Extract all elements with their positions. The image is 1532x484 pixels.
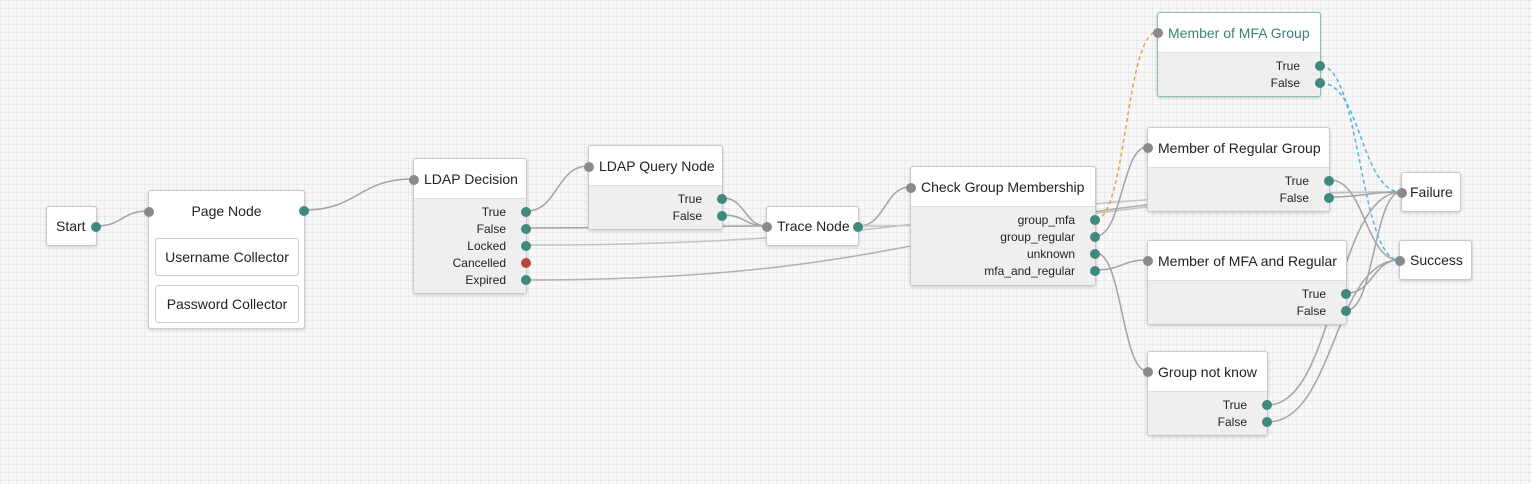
- member-mfa-regular-outcome-true: True: [1301, 287, 1326, 301]
- wire-start-page: [96, 210, 149, 227]
- ldap-decision-outcome-false: False: [476, 222, 506, 236]
- trace-node-input-port[interactable]: [762, 222, 772, 232]
- page-node[interactable]: Page Node Username Collector Password Co…: [144, 190, 309, 329]
- wire-query-false-trace: [722, 214, 767, 227]
- group-not-know-title: Group not know: [1158, 363, 1257, 380]
- member-mfa-regular-outcome-false: False: [1296, 304, 1326, 318]
- page-node-output-port[interactable]: [299, 206, 309, 216]
- wire-ldapdecision-true-query: [526, 165, 589, 212]
- ldap-query-node[interactable]: LDAP Query Node True False: [584, 145, 727, 230]
- member-mfa-true-port[interactable]: [1315, 61, 1325, 71]
- member-of-mfa-group-node[interactable]: Member of MFA Group True False: [1153, 12, 1325, 97]
- ldap-decision-cancelled-port[interactable]: [521, 258, 531, 268]
- check-group-outcome-group-mfa: group_mfa: [1017, 213, 1075, 227]
- wire-regular-false-failure: [1329, 191, 1402, 198]
- check-group-mfa-and-regular-port[interactable]: [1090, 266, 1100, 276]
- ldap-query-input-port[interactable]: [584, 162, 594, 172]
- ldap-decision-locked-port[interactable]: [521, 241, 531, 251]
- member-mfa-outcome-true: True: [1275, 59, 1300, 73]
- ldap-query-title: LDAP Query Node: [599, 157, 715, 174]
- member-mfa-input-port[interactable]: [1153, 28, 1163, 38]
- member-regular-outcome-true: True: [1284, 174, 1309, 188]
- member-mfa-regular-input-port[interactable]: [1143, 256, 1153, 266]
- page-node-title: Page Node: [191, 203, 262, 219]
- password-collector[interactable]: Password Collector: [155, 285, 299, 323]
- member-regular-false-port[interactable]: [1324, 193, 1334, 203]
- member-regular-title: Member of Regular Group: [1158, 139, 1321, 156]
- ldap-query-outcome-false: False: [672, 209, 702, 223]
- member-of-regular-group-node[interactable]: Member of Regular Group True False: [1143, 127, 1334, 212]
- ldap-query-true-port[interactable]: [717, 194, 727, 204]
- failure-node[interactable]: Failure: [1397, 172, 1461, 212]
- ldap-decision-outcome-locked: Locked: [467, 239, 506, 253]
- check-group-membership-node[interactable]: Check Group Membership group_mfa group_r…: [906, 166, 1100, 286]
- wire-unknown-groupnotknow: [1095, 252, 1148, 372]
- group-not-know-outcome-false: False: [1217, 415, 1247, 429]
- failure-label: Failure: [1410, 184, 1453, 200]
- ldap-decision-outcome-true: True: [481, 205, 506, 219]
- check-group-outcome-unknown: unknown: [1026, 247, 1075, 261]
- member-mfa-title: Member of MFA Group: [1168, 24, 1310, 41]
- ldap-decision-outcome-cancelled: Cancelled: [452, 256, 506, 270]
- member-regular-input-port[interactable]: [1143, 143, 1153, 153]
- trace-node-label: Trace Node: [777, 218, 850, 234]
- ldap-decision-input-port[interactable]: [409, 175, 419, 185]
- success-node[interactable]: Success: [1395, 240, 1472, 280]
- ldap-decision-node[interactable]: LDAP Decision True False Locked Cancelle…: [409, 158, 531, 294]
- wire-page-ldapdecision: [304, 178, 414, 211]
- member-mfa-outcome-false: False: [1270, 76, 1300, 90]
- wire-mfaregular-true-success: [1346, 259, 1400, 294]
- ldap-query-outcome-true: True: [677, 192, 702, 206]
- wire-groupnotknow-false-success: [1267, 259, 1400, 423]
- ldap-decision-false-port[interactable]: [521, 224, 531, 234]
- wire-query-true-trace: [722, 197, 767, 227]
- check-group-regular-port[interactable]: [1090, 232, 1100, 242]
- group-not-know-input-port[interactable]: [1143, 367, 1153, 377]
- trace-node-output-port[interactable]: [853, 222, 863, 232]
- member-mfa-regular-true-port[interactable]: [1341, 289, 1351, 299]
- check-group-outcome-group-regular: group_regular: [1000, 230, 1075, 244]
- start-label: Start: [56, 218, 86, 234]
- password-collector-label: Password Collector: [166, 296, 288, 312]
- check-group-input-port[interactable]: [906, 183, 916, 193]
- wire-groupregular-regular: [1095, 146, 1148, 237]
- wire-groupmfa-mfagroup-highlight: [1095, 31, 1158, 220]
- start-node[interactable]: Start: [46, 206, 101, 246]
- group-not-know-false-port[interactable]: [1262, 417, 1272, 427]
- wire-mfaregular-membermfaregular: [1095, 259, 1148, 271]
- trace-node[interactable]: Trace Node: [762, 206, 863, 246]
- member-mfa-regular-false-port[interactable]: [1341, 306, 1351, 316]
- group-not-know-outcome-true: True: [1222, 398, 1247, 412]
- check-group-unknown-port[interactable]: [1090, 249, 1100, 259]
- page-node-input-port[interactable]: [144, 207, 154, 217]
- member-of-mfa-and-regular-node[interactable]: Member of MFA and Regular True False: [1143, 240, 1351, 325]
- wire-mfagroup-false-failure-highlight: [1320, 82, 1402, 193]
- member-regular-true-port[interactable]: [1324, 176, 1334, 186]
- member-regular-outcome-false: False: [1279, 191, 1309, 205]
- group-not-know-node[interactable]: Group not know True False: [1143, 351, 1272, 436]
- check-group-outcome-mfa-and-regular: mfa_and_regular: [984, 264, 1075, 278]
- check-group-mfa-port[interactable]: [1090, 215, 1100, 225]
- check-group-title: Check Group Membership: [921, 178, 1085, 195]
- ldap-query-false-port[interactable]: [717, 211, 727, 221]
- username-collector[interactable]: Username Collector: [155, 238, 299, 276]
- wire-trace-check: [858, 186, 911, 227]
- success-input-port[interactable]: [1395, 256, 1405, 266]
- start-output-port[interactable]: [91, 222, 101, 232]
- ldap-decision-outcome-expired: Expired: [465, 273, 506, 287]
- username-collector-label: Username Collector: [165, 249, 289, 265]
- ldap-decision-expired-port[interactable]: [521, 275, 531, 285]
- member-mfa-false-port[interactable]: [1315, 78, 1325, 88]
- group-not-know-true-port[interactable]: [1262, 400, 1272, 410]
- member-mfa-regular-title: Member of MFA and Regular: [1158, 252, 1337, 269]
- ldap-decision-true-port[interactable]: [521, 207, 531, 217]
- success-label: Success: [1410, 252, 1463, 268]
- failure-input-port[interactable]: [1397, 188, 1407, 198]
- ldap-decision-title: LDAP Decision: [424, 170, 518, 187]
- wire-mfagroup-true-success-highlight: [1320, 65, 1400, 261]
- wire-mfaregular-false-failure: [1346, 191, 1402, 311]
